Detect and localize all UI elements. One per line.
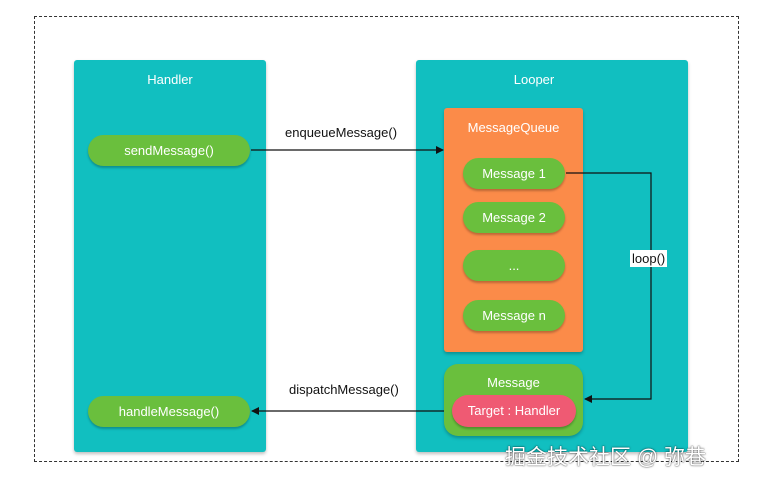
queue-message-ellipsis: ... — [463, 250, 565, 281]
enqueue-label: enqueueMessage() — [285, 125, 398, 140]
queue-message-1: Message 1 — [463, 158, 565, 189]
loop-arrow — [566, 172, 652, 403]
looper-panel-title: Looper — [513, 72, 555, 87]
dispatch-label: dispatchMessage() — [289, 382, 399, 397]
handle-message-node: handleMessage() — [88, 396, 250, 427]
diagram-frame — [34, 16, 739, 462]
message-queue-title: MessageQueue — [467, 120, 560, 135]
watermark-text: 掘金技术社区 @ 弥巷 — [505, 446, 706, 469]
handler-panel: Handler — [74, 60, 266, 452]
queue-message-2: Message 2 — [463, 202, 565, 233]
send-message-node: sendMessage() — [88, 135, 250, 166]
target-handler-node: Target : Handler — [452, 395, 576, 427]
queue-message-n: Message n — [463, 300, 565, 331]
handler-panel-title: Handler — [147, 72, 193, 87]
current-message-title: Message — [487, 375, 540, 390]
loop-label: loop() — [630, 250, 668, 267]
